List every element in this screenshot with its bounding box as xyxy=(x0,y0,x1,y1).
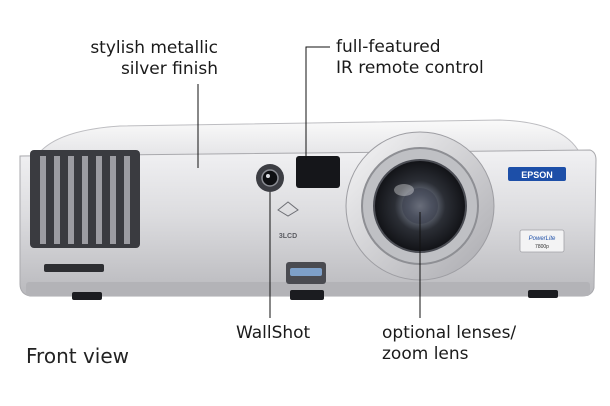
callout-finish-line2: silver finish xyxy=(120,59,218,79)
callout-wallshot: WallShot xyxy=(236,323,310,344)
front-foot-button xyxy=(290,268,322,276)
brand-badge xyxy=(508,167,566,181)
callout-lens: optional lenses/ zoom lens xyxy=(382,323,516,365)
lower-vent-slot xyxy=(44,264,104,272)
wallshot-camera-lens xyxy=(261,169,279,187)
callout-finish-line1: stylish metallic xyxy=(90,38,218,58)
brand-badge-text: EPSON xyxy=(521,170,553,180)
callout-remote-line1: full-featured xyxy=(336,37,441,57)
callout-lines xyxy=(197,46,421,318)
body-bottom-edge xyxy=(26,282,590,296)
lcd-logo-icon xyxy=(277,201,299,217)
model-badge-line2: 7800p xyxy=(535,244,549,250)
model-badge-line1: PowerLite xyxy=(529,236,556,242)
callout-lens-line2: zoom lens xyxy=(382,344,469,364)
callout-lens-line1: optional lenses/ xyxy=(382,323,517,343)
model-badge xyxy=(519,229,565,253)
front-foot xyxy=(290,290,324,300)
right-foot xyxy=(528,290,558,298)
callout-line-remote xyxy=(305,46,330,160)
view-caption: Front view xyxy=(26,344,129,368)
callout-wallshot-line1: WallShot xyxy=(236,323,311,343)
lcd-mark-text: 3LCD xyxy=(279,233,297,240)
vent-grille xyxy=(30,150,140,248)
callout-finish: stylish metallic silver finish xyxy=(90,38,218,80)
left-foot xyxy=(72,292,102,300)
callout-remote-line2: IR remote control xyxy=(336,58,484,78)
ir-receiver-window xyxy=(296,156,340,188)
lens-assembly xyxy=(345,131,495,281)
callout-remote: full-featured IR remote control xyxy=(336,37,484,79)
